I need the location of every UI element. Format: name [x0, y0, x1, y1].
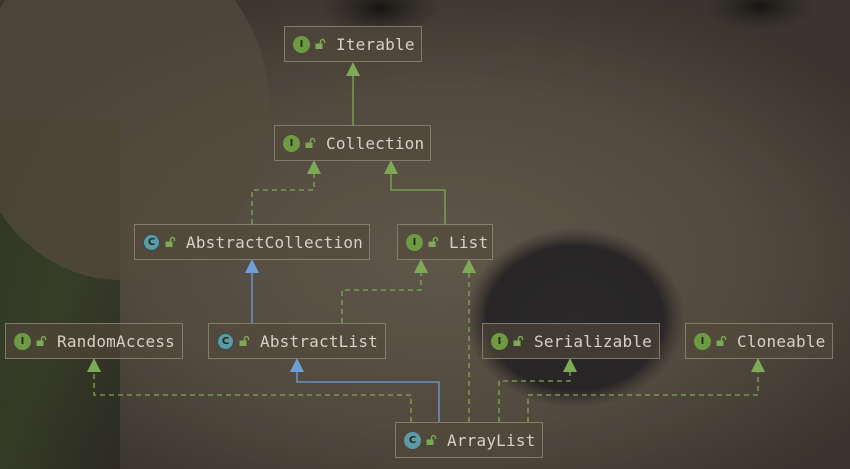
lock-open-icon: [304, 137, 316, 149]
node-label: List: [449, 232, 489, 252]
arrowhead-abstractcollection: [245, 259, 259, 273]
node-label: ArrayList: [447, 430, 536, 450]
node-label: AbstractList: [260, 331, 378, 351]
edge-abstractlist-list: [341, 272, 422, 323]
lock-open-icon: [238, 335, 250, 347]
node-label: AbstractCollection: [186, 232, 363, 252]
interface-icon: I: [406, 233, 423, 251]
node-label: Collection: [326, 133, 425, 153]
edge-arraylist-randomaccess: [93, 371, 412, 422]
interface-icon: I: [491, 332, 508, 350]
edge-abstractcollection-collection: [251, 173, 315, 224]
lock-open-icon: [427, 236, 439, 248]
lock-open-icon: [164, 236, 176, 248]
lock-open-icon: [35, 335, 47, 347]
abstract-class-icon: C: [217, 332, 234, 350]
abstract-class-icon: C: [143, 233, 160, 251]
edge-arraylist-cloneable: [527, 371, 759, 422]
node-array-list[interactable]: C ArrayList: [395, 422, 543, 458]
arrowhead-cloneable: [751, 358, 765, 372]
node-random-access[interactable]: I RandomAccess: [5, 323, 183, 359]
edge-arraylist-serializable: [498, 371, 571, 422]
interface-icon: I: [283, 134, 300, 152]
lock-open-icon: [314, 38, 326, 50]
interface-icon: I: [694, 332, 711, 350]
arrowhead-collection-right: [384, 160, 398, 174]
lock-open-icon: [425, 434, 437, 446]
arrowhead-iterable: [346, 62, 360, 76]
lock-open-icon: [512, 335, 524, 347]
arrowhead-list-left: [414, 259, 428, 273]
interface-icon: I: [14, 332, 31, 350]
node-abstract-list[interactable]: C AbstractList: [208, 323, 386, 359]
node-label: RandomAccess: [57, 331, 175, 351]
node-abstract-collection[interactable]: C AbstractCollection: [134, 224, 370, 260]
node-label: Serializable: [534, 331, 652, 351]
edge-list-collection: [390, 173, 446, 224]
node-serializable[interactable]: I Serializable: [482, 323, 660, 359]
class-icon: C: [404, 431, 421, 449]
arrowhead-list-right: [462, 259, 476, 273]
node-label: Iterable: [336, 34, 415, 54]
node-list[interactable]: I List: [397, 224, 493, 260]
node-label: Cloneable: [737, 331, 826, 351]
node-iterable[interactable]: I Iterable: [284, 26, 422, 62]
arrowhead-randomaccess: [87, 358, 101, 372]
lock-open-icon: [715, 335, 727, 347]
interface-icon: I: [293, 35, 310, 53]
node-collection[interactable]: I Collection: [274, 125, 431, 161]
arrowhead-abstractlist: [290, 358, 304, 372]
arrowhead-serializable: [563, 358, 577, 372]
arrowhead-collection-left: [307, 160, 321, 174]
node-cloneable[interactable]: I Cloneable: [685, 323, 833, 359]
edge-arraylist-abstractlist: [296, 371, 440, 422]
